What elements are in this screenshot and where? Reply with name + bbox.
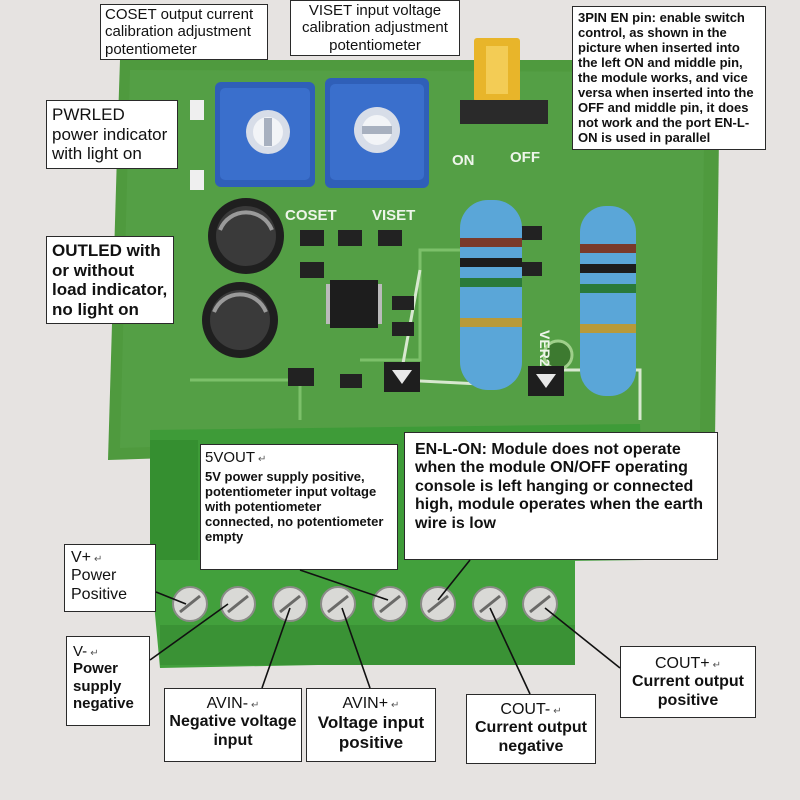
avin-plus-callout-text: Voltage input positive: [317, 713, 425, 752]
en-pin-callout-text: 3PIN EN pin: enable switch control, as s…: [578, 10, 754, 145]
callout-avin-minus: AVIN-↵ Negative voltage input: [164, 688, 302, 762]
en-l-on-callout-text: EN-L-ON: Module does not operate when th…: [415, 441, 704, 532]
callout-5vout: 5VOUT↵ 5V power supply positive, potenti…: [200, 444, 398, 570]
callout-en-pin: 3PIN EN pin: enable switch control, as s…: [572, 6, 766, 151]
avin-plus-callout-title: AVIN+: [342, 695, 389, 712]
board-label-off: OFF: [510, 149, 540, 166]
electrolytic-capacitor: [202, 282, 278, 358]
screw-slot: [479, 594, 501, 614]
screw-slot: [379, 594, 401, 614]
smd-components: [288, 226, 542, 388]
coset-callout-text: COSET output current calibration adjustm…: [105, 6, 254, 58]
5vout-callout-title: 5VOUT: [205, 449, 256, 466]
diode: [528, 366, 564, 396]
callout-viset: VISET input voltage calibration adjustme…: [290, 0, 460, 56]
cout-plus-callout-text: Current output positive: [632, 673, 744, 709]
callout-vplus: V+↵ Power Positive: [64, 544, 156, 612]
board-label-viset: VISET: [372, 207, 415, 224]
vplus-callout-title: V+: [71, 549, 92, 566]
pwrled-callout-text: PWRLED power indicator with light on: [52, 105, 168, 164]
board-label-coset: COSET: [285, 207, 337, 224]
en-jumper: [460, 38, 548, 124]
callout-avin-plus: AVIN+↵ Voltage input positive: [306, 688, 436, 762]
board-label-ver2: VER2: [537, 330, 553, 367]
screw-slot: [529, 594, 551, 614]
outled-callout-text: OUTLED with or without load indicator, n…: [52, 241, 168, 319]
vminus-callout-title: V-: [73, 643, 88, 660]
pwr-led: [190, 100, 204, 120]
callout-en-l-on: EN-L-ON: Module does not operate when th…: [404, 432, 718, 560]
callout-cout-minus: COUT-↵ Current output negative: [466, 694, 596, 764]
electrolytic-capacitor: [208, 198, 284, 274]
avin-minus-callout-text: Negative voltage input: [169, 713, 297, 749]
control-ic: [326, 280, 382, 328]
callout-coset: COSET output current calibration adjustm…: [100, 4, 268, 60]
vminus-callout-text: Power supply negative: [73, 660, 134, 712]
diode: [384, 362, 420, 392]
viset-callout-text: VISET input voltage calibration adjustme…: [302, 2, 448, 54]
callout-pwrled: PWRLED power indicator with light on: [46, 100, 178, 169]
vplus-callout-text: Power Positive: [71, 567, 128, 603]
power-resistor: [460, 200, 522, 390]
cout-minus-callout-title: COUT-: [500, 701, 551, 718]
power-resistor: [580, 206, 636, 396]
cout-minus-callout-text: Current output negative: [475, 719, 587, 755]
5vout-callout-text: 5V power supply positive, potentiometer …: [205, 469, 384, 544]
avin-minus-callout-title: AVIN-: [206, 695, 249, 712]
out-led: [190, 170, 204, 190]
callout-outled: OUTLED with or without load indicator, n…: [46, 236, 174, 325]
viset-potentiometer: [325, 78, 429, 188]
callout-cout-plus: COUT+↵ Current output positive: [620, 646, 756, 718]
screw-slot: [227, 594, 249, 614]
callout-vminus: V-↵ Power supply negative: [66, 636, 150, 726]
board-label-on: ON: [452, 152, 475, 169]
coset-potentiometer: [215, 82, 315, 187]
cout-plus-callout-title: COUT+: [654, 655, 710, 672]
